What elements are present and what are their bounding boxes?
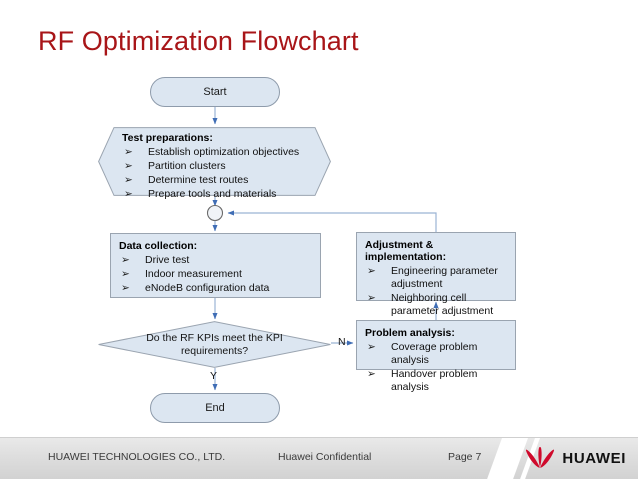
list-item: ➢ Coverage problem analysis bbox=[365, 341, 507, 367]
slide-footer: HUAWEI TECHNOLOGIES CO., LTD. Huawei Con… bbox=[0, 437, 638, 479]
arrow-bullet-icon: ➢ bbox=[121, 267, 130, 280]
list-item-label: Engineering parameter adjustment bbox=[391, 265, 498, 290]
merge-connector-circle bbox=[206, 204, 224, 222]
huawei-flower-icon bbox=[526, 447, 555, 468]
list-item-label: Handover problem analysis bbox=[391, 368, 478, 393]
data-collection-header: Data collection: bbox=[119, 240, 198, 252]
node-problem-analysis[interactable]: Problem analysis: ➢ Coverage problem anal… bbox=[356, 320, 516, 393]
list-item-label: Partition clusters bbox=[148, 160, 226, 172]
list-item-label: Coverage problem analysis bbox=[391, 341, 478, 366]
problem-analysis-header: Problem analysis: bbox=[365, 327, 455, 339]
list-item: ➢ eNodeB configuration data bbox=[119, 282, 312, 295]
arrow-bullet-icon: ➢ bbox=[124, 159, 133, 172]
list-item-label: eNodeB configuration data bbox=[145, 282, 270, 294]
decision-branch-yes: Y bbox=[210, 370, 218, 382]
test-preparations-list: ➢ Establish optimization objectives ➢ Part… bbox=[122, 146, 311, 201]
adjustment-header: Adjustment & implementation: bbox=[365, 239, 447, 263]
list-item-label: Establish optimization objectives bbox=[148, 146, 300, 158]
node-decision-kpi[interactable]: Do the RF KPIs meet the KPI requirements… bbox=[98, 321, 331, 368]
huawei-logo-text: HUAWEI bbox=[562, 449, 626, 467]
decision-line-2: requirements? bbox=[180, 344, 249, 357]
huawei-logo: HUAWEI bbox=[525, 447, 626, 469]
data-collection-list: ➢ Drive test ➢ Indoor measurement ➢ eNodeB … bbox=[119, 254, 312, 295]
list-item: ➢ Drive test bbox=[119, 254, 312, 267]
arrow-bullet-icon: ➢ bbox=[367, 367, 376, 380]
diamond-outline bbox=[98, 321, 331, 368]
arrow-bullet-icon: ➢ bbox=[367, 264, 376, 277]
arrow-bullet-icon: ➢ bbox=[367, 291, 376, 304]
arrow-bullet-icon: ➢ bbox=[121, 253, 130, 266]
node-end-label: End bbox=[205, 402, 225, 414]
arrow-bullet-icon: ➢ bbox=[124, 173, 133, 186]
page-title: RF Optimization Flowchart bbox=[38, 26, 359, 56]
arrow-bullet-icon: ➢ bbox=[124, 145, 133, 158]
list-item: ➢ Indoor measurement bbox=[119, 268, 312, 281]
arrow-bullet-icon: ➢ bbox=[367, 340, 376, 353]
list-item: ➢ Determine test routes bbox=[122, 174, 311, 187]
list-item-label: Indoor measurement bbox=[145, 268, 242, 280]
list-item-label: Determine test routes bbox=[148, 174, 249, 186]
node-adjustment-implementation[interactable]: Adjustment & implementation: ➢ Engineerin… bbox=[356, 232, 516, 317]
footer-page-number: Page 7 bbox=[448, 451, 482, 463]
list-item-label: Drive test bbox=[145, 254, 190, 266]
node-start-label: Start bbox=[203, 86, 227, 98]
list-item: ➢ Partition clusters bbox=[122, 160, 311, 173]
adjustment-list: ➢ Engineering parameter adjustment ➢ Neigh… bbox=[365, 265, 507, 318]
footer-confidentiality: Huawei Confidential bbox=[278, 451, 372, 463]
list-item: ➢ Engineering parameter adjustment bbox=[365, 265, 507, 291]
test-preparations-header: Test preparations: bbox=[122, 132, 213, 144]
footer-company: HUAWEI TECHNOLOGIES CO., LTD. bbox=[48, 451, 226, 463]
decision-line-1: Do the RF KPIs meet the KPI bbox=[146, 331, 283, 344]
arrow-bullet-icon: ➢ bbox=[124, 187, 133, 200]
decision-branch-no: N bbox=[338, 336, 346, 348]
list-item: ➢ Handover problem analysis bbox=[365, 368, 507, 394]
list-item: ➢ Establish optimization objectives bbox=[122, 146, 311, 159]
problem-analysis-list: ➢ Coverage problem analysis ➢ Handover pro… bbox=[365, 341, 507, 394]
node-start[interactable]: Start bbox=[150, 77, 280, 107]
list-item-label: Neighboring cell parameter adjustment bbox=[391, 292, 494, 317]
flowchart-area: Start Test preparations: ➢ Establish opti… bbox=[0, 60, 638, 435]
list-item: ➢ Neighboring cell parameter adjustment bbox=[365, 292, 507, 318]
decision-text: Do the RF KPIs meet the KPI requirements… bbox=[135, 332, 295, 358]
list-item: ➢ Prepare tools and materials bbox=[122, 188, 311, 201]
list-item-label: Prepare tools and materials bbox=[148, 188, 277, 200]
node-data-collection[interactable]: Data collection: ➢ Drive test ➢ Indoor mea… bbox=[110, 233, 321, 298]
arrow-bullet-icon: ➢ bbox=[121, 281, 130, 294]
node-end[interactable]: End bbox=[150, 393, 280, 423]
node-test-preparations[interactable]: Test preparations: ➢ Establish optimizati… bbox=[98, 127, 331, 200]
